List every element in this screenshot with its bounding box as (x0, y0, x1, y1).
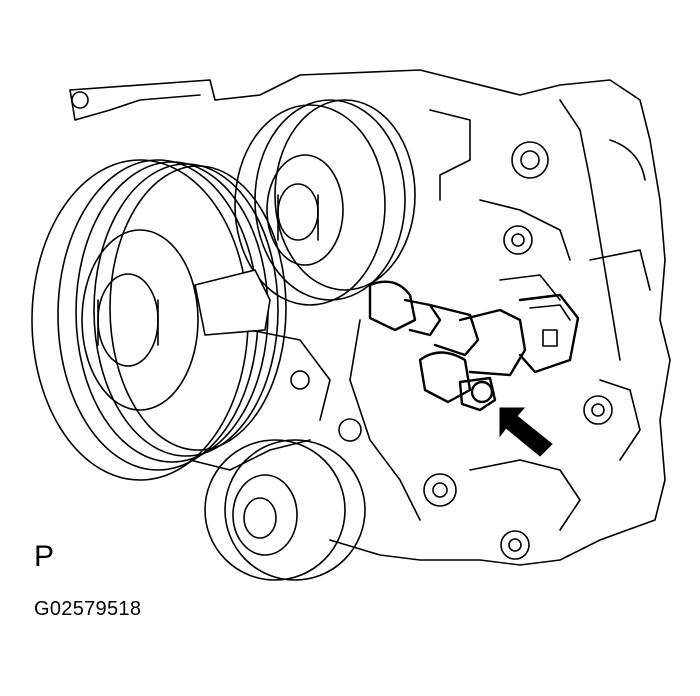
figure-code: G02579518 (34, 598, 142, 620)
arrow-icon (499, 407, 553, 457)
bolt-bosses (71, 91, 613, 560)
engine-block (69, 69, 671, 566)
idler-pulley-lower (204, 439, 366, 581)
idler-pulley-upper (234, 99, 416, 306)
view-letter: P (34, 540, 55, 573)
sensor-assembly (368, 280, 580, 412)
tensioner-arm (194, 269, 271, 336)
